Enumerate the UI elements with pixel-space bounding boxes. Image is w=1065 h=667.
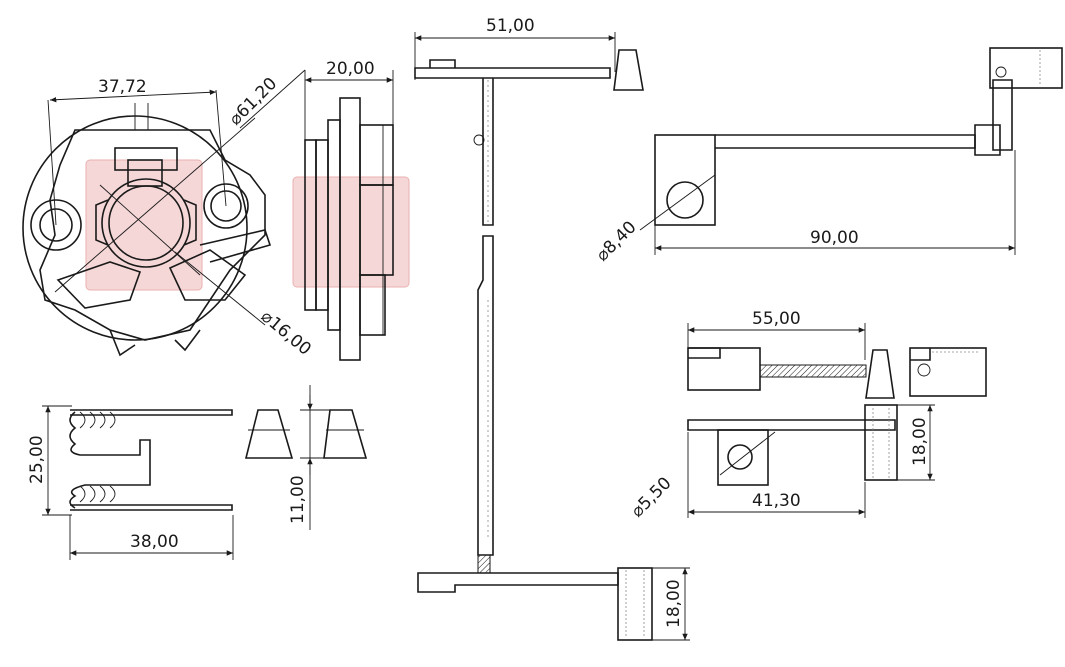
dim-18-00-bottom: 18,00: [664, 579, 684, 628]
dim-diameter-5-50: ⌀5,50: [627, 473, 675, 521]
brush-holder-assembly: [687, 323, 987, 518]
dim-55-00: 55,00: [752, 309, 801, 329]
spring-view: [42, 405, 234, 560]
front-view: [22, 69, 306, 357]
brush-blocks: [244, 385, 368, 530]
dim-11-00: 11,00: [288, 475, 308, 524]
horizontal-assembly: [639, 47, 1063, 255]
dim-41-30: 41,30: [752, 491, 801, 511]
dim-diameter-61-20: ⌀61,20: [225, 74, 281, 130]
dim-25-00: 25,00: [27, 435, 47, 484]
dim-90-00: 90,00: [810, 228, 859, 248]
dim-37-72: 37,72: [98, 77, 147, 97]
dim-diameter-16-00: ⌀16,00: [257, 307, 315, 360]
side-view: [292, 70, 410, 361]
dim-20-00: 20,00: [326, 59, 375, 79]
dim-diameter-8-40: ⌀8,40: [592, 217, 640, 265]
dim-38-00: 38,00: [130, 532, 179, 552]
dim-18-00-right: 18,00: [910, 417, 930, 466]
dim-51-00: 51,00: [486, 16, 535, 36]
vertical-assembly: [414, 32, 690, 641]
